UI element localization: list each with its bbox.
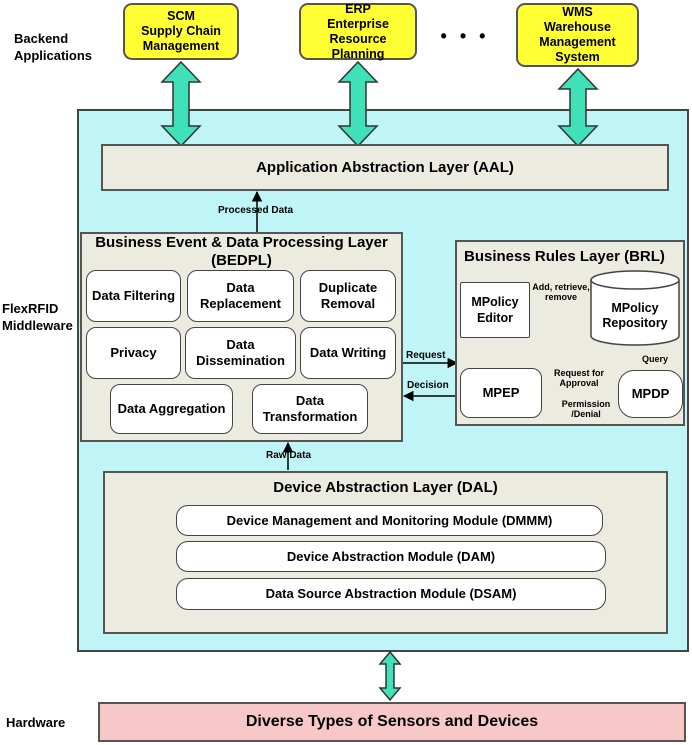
data-writing-module: Data Writing: [300, 327, 396, 379]
data-transformation-module: Data Transformation: [252, 384, 368, 434]
backend-applications-label: Backend Applications: [14, 31, 93, 63]
erp-aal-double-arrow: [337, 60, 379, 148]
dam-module: Device Abstraction Module (DAM): [176, 541, 606, 572]
dmmm-module: Device Management and Monitoring Module …: [176, 505, 603, 536]
data-replacement-module: Data Replacement: [187, 270, 294, 322]
dsam-module: Data Source Abstraction Module (DSAM): [176, 578, 606, 610]
raw-data-label: Raw Data: [266, 450, 312, 461]
middleware-hardware-double-arrow: [378, 650, 402, 702]
wms-aal-double-arrow: [557, 67, 599, 148]
editor-repository-label: Add, retrieve, remove: [532, 282, 590, 302]
mpep-label: MPEP: [482, 385, 520, 400]
bedpl-title: Business Event & Data Processing Layer (…: [95, 234, 388, 269]
decision-label: Decision: [407, 380, 449, 391]
data-aggregation-label: Data Aggregation: [117, 401, 226, 416]
data-filtering-module: Data Filtering: [86, 270, 181, 322]
aal-label: Application Abstraction Layer (AAL): [256, 159, 514, 176]
erp-title: ERP: [345, 1, 371, 16]
mpolicy-repository-label: MPolicy Repository: [592, 294, 678, 338]
dal-title: Device Abstraction Layer (DAL): [273, 479, 498, 496]
ellipsis: • • •: [440, 25, 490, 46]
hardware-text: Diverse Types of Sensors and Devices: [245, 713, 539, 730]
brl-title: Business Rules Layer (BRL): [464, 248, 665, 265]
dmmm-label: Device Management and Monitoring Module …: [226, 512, 553, 528]
duplicate-removal-label: Duplicate Removal: [318, 280, 378, 311]
erp-app-box: ERP Enterprise Resource Planning: [299, 1, 417, 61]
wms-title: WMS: [562, 5, 593, 19]
request-for-approval-label: Request for Approval: [553, 368, 604, 388]
dsam-label: Data Source Abstraction Module (DSAM): [265, 586, 517, 601]
wms-subtitle: Warehouse Management System: [539, 20, 616, 64]
data-writing-label: Data Writing: [309, 345, 387, 360]
data-aggregation-module: Data Aggregation: [110, 384, 233, 434]
scm-app-box: SCM Supply Chain Management: [123, 3, 239, 60]
flexrfid-middleware-label: FlexRFID Middleware: [2, 301, 73, 333]
mpep-box: MPEP: [460, 368, 542, 418]
request-label: Request: [406, 350, 446, 361]
mpdp-label: MPDP: [631, 386, 670, 401]
scm-aal-double-arrow: [160, 60, 202, 148]
privacy-module: Privacy: [86, 327, 181, 379]
dam-label: Device Abstraction Module (DAM): [286, 548, 496, 564]
data-replacement-label: Data Replacement: [200, 280, 281, 311]
erp-subtitle: Enterprise Resource Planning: [327, 16, 389, 61]
mpolicy-repository-cylinder: [590, 270, 680, 346]
aal-layer: Application Abstraction Layer (AAL): [101, 144, 669, 191]
mpolicy-editor-label: MPolicy Editor: [471, 295, 519, 325]
data-dissemination-module: Data Dissemination: [185, 327, 296, 379]
mpdp-box: MPDP: [618, 370, 683, 418]
scm-title: SCM: [167, 9, 195, 23]
privacy-label: Privacy: [110, 345, 157, 360]
data-dissemination-label: Data Dissemination: [196, 337, 285, 368]
mpolicy-repository-text: MPolicy Repository: [602, 301, 668, 330]
scm-subtitle: Supply Chain Management: [141, 24, 221, 53]
mpolicy-editor-box: MPolicy Editor: [460, 282, 530, 338]
hardware-box: Diverse Types of Sensors and Devices: [98, 702, 686, 742]
data-transformation-label: Data Transformation: [262, 393, 358, 424]
query-label: Query: [642, 354, 669, 364]
processed-data-label: Processed Data: [218, 205, 294, 216]
duplicate-removal-module: Duplicate Removal: [300, 270, 396, 322]
hardware-label: Hardware: [6, 715, 66, 730]
data-filtering-label: Data Filtering: [91, 288, 176, 303]
wms-app-box: WMS Warehouse Management System: [516, 3, 639, 67]
permission-denial-label: Permission /Denial: [561, 399, 611, 419]
